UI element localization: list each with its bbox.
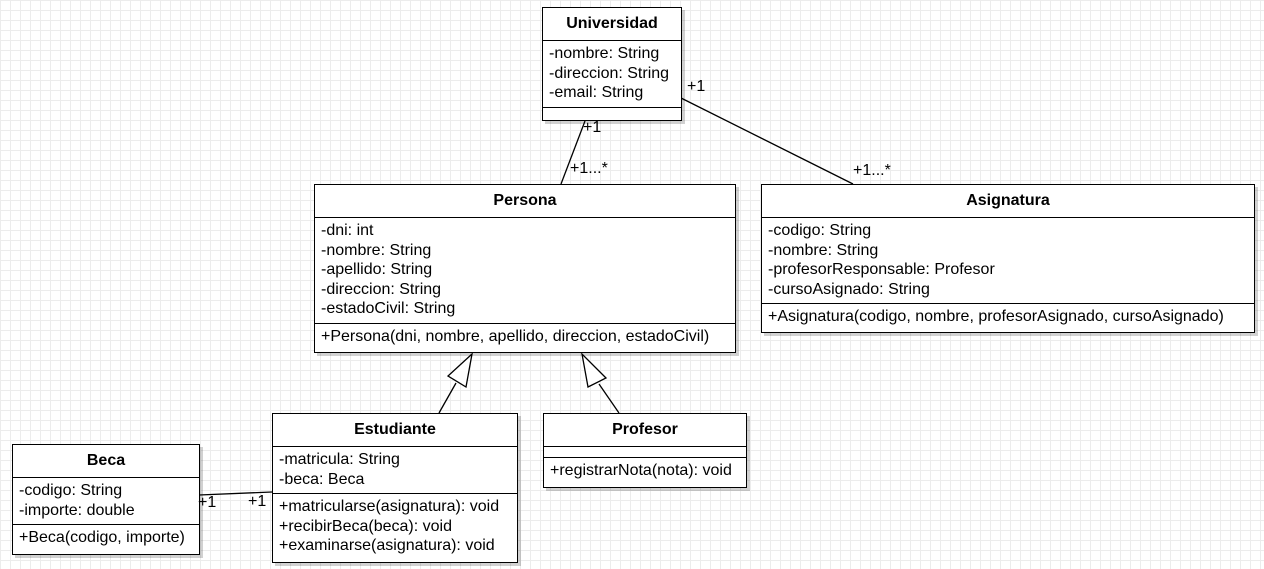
operation: +matricularse(asignatura): void xyxy=(279,498,500,515)
class-title: Profesor xyxy=(544,414,746,447)
operations-section: +registrarNota(nota): void xyxy=(544,458,746,485)
operation: +Beca(codigo, importe) xyxy=(19,529,185,546)
class-title: Asignatura xyxy=(762,185,1254,218)
class-title: Estudiante xyxy=(273,414,517,447)
attribute: -estadoCivil: String xyxy=(321,300,456,317)
attribute: -profesorResponsable: Profesor xyxy=(768,261,995,278)
class-asignatura[interactable]: Asignatura -codigo: String -nombre: Stri… xyxy=(761,184,1255,333)
operations-section: +Persona(dni, nombre, apellido, direccio… xyxy=(315,324,735,351)
multiplicity-universidad-persona-top: +1 xyxy=(583,119,602,136)
association-universidad-asignatura xyxy=(680,97,854,185)
class-beca[interactable]: Beca -codigo: String -importe: double +B… xyxy=(12,444,200,555)
multiplicity-universidad-asignatura-top: +1 xyxy=(687,78,706,95)
attribute: -dni: int xyxy=(321,222,374,239)
operation: +recibirBeca(beca): void xyxy=(279,517,452,535)
attribute: -codigo: String xyxy=(19,482,123,499)
attribute: -codigo: String xyxy=(768,222,872,239)
association-beca-estudiante xyxy=(198,491,273,496)
class-title: Beca xyxy=(13,445,199,478)
generalization-profesor-line xyxy=(598,383,620,414)
class-persona[interactable]: Persona -dni: int -nombre: String -apell… xyxy=(314,184,736,353)
operations-section: +matricularse(asignatura): void +recibir… xyxy=(273,494,517,560)
attribute: -direccion: String xyxy=(321,280,442,298)
attribute: -nombre: String xyxy=(768,241,879,259)
class-title: Universidad xyxy=(543,8,681,41)
class-profesor[interactable]: Profesor +registrarNota(nota): void xyxy=(543,413,747,488)
attributes-section: -dni: int -nombre: String -apellido: Str… xyxy=(315,218,735,324)
operation: +Asignatura(codigo, nombre, profesorAsig… xyxy=(768,308,1224,325)
operations-section xyxy=(543,108,681,118)
attributes-section: -matricula: String -beca: Beca xyxy=(273,447,517,494)
attribute: -cursoAsignado: String xyxy=(768,280,930,298)
multiplicity-universidad-persona-bottom: +1...* xyxy=(570,160,608,177)
multiplicity-universidad-asignatura-bottom: +1...* xyxy=(853,162,891,179)
attribute: -nombre: String xyxy=(321,241,432,259)
attribute: -direccion: String xyxy=(549,64,670,82)
operations-section: +Beca(codigo, importe) xyxy=(13,525,199,552)
operation: +examinarse(asignatura): void xyxy=(279,537,495,554)
operation: +Persona(dni, nombre, apellido, direccio… xyxy=(321,327,710,345)
operation: +registrarNota(nota): void xyxy=(550,462,732,479)
class-estudiante[interactable]: Estudiante -matricula: String -beca: Bec… xyxy=(272,413,518,563)
generalization-estudiante-line xyxy=(438,382,457,414)
class-title: Persona xyxy=(315,185,735,218)
attributes-section xyxy=(544,447,746,458)
class-universidad[interactable]: Universidad -nombre: String -direccion: … xyxy=(542,7,682,121)
attribute: -importe: double xyxy=(19,501,135,519)
multiplicity-beca-estudiante-left: +1 xyxy=(198,494,217,511)
generalization-profesor-arrowhead xyxy=(580,352,608,388)
attributes-section: -codigo: String -nombre: String -profeso… xyxy=(762,218,1254,304)
attributes-section: -codigo: String -importe: double xyxy=(13,478,199,525)
attribute: -nombre: String xyxy=(549,45,660,62)
attributes-section: -nombre: String -direccion: String -emai… xyxy=(543,41,681,108)
association-universidad-persona xyxy=(560,120,586,185)
attribute: -apellido: String xyxy=(321,261,433,278)
attribute: -email: String xyxy=(549,84,644,101)
attribute: -matricula: String xyxy=(279,451,400,468)
operations-section: +Asignatura(codigo, nombre, profesorAsig… xyxy=(762,304,1254,331)
multiplicity-beca-estudiante-right: +1 xyxy=(248,493,267,510)
attribute: -beca: Beca xyxy=(279,470,365,488)
generalization-estudiante-arrowhead xyxy=(446,352,473,389)
